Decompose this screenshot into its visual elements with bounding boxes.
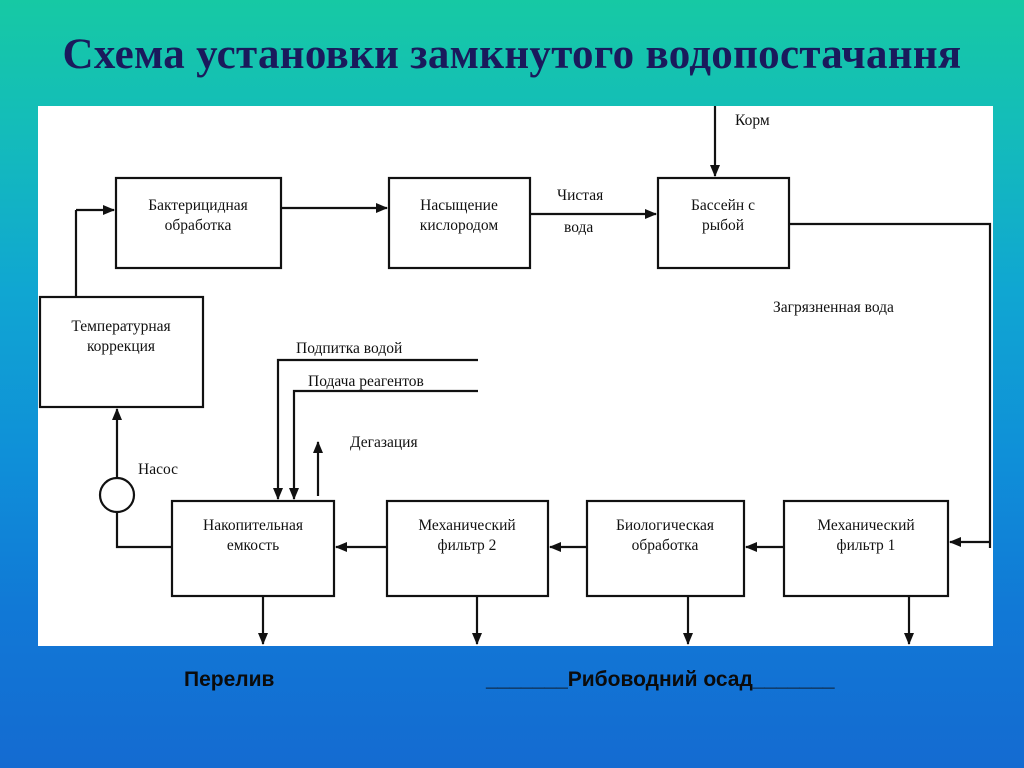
svg-text:фильтр 2: фильтр 2 [438,537,497,554]
svg-text:коррекция: коррекция [87,338,155,355]
svg-text:Насыщение: Насыщение [420,197,498,214]
box-bactericidal-treatment: Бактерицидная обработка [114,176,283,270]
box-temperature-correction: Температурная коррекция [38,295,205,409]
svg-text:Биологическая: Биологическая [616,517,714,534]
box-mechanical-filter-2: Механический фильтр 2 [385,499,550,598]
svg-text:Механический: Механический [817,517,914,534]
arrow-reagent-feed [289,389,478,500]
svg-text:обработка: обработка [165,217,232,234]
svg-text:Механический: Механический [418,517,515,534]
dirty-water-line [789,222,992,548]
svg-text:рыбой: рыбой [702,217,744,234]
label-reagent-feed: Подача реагентов [308,373,424,390]
svg-text:фильтр 1: фильтр 1 [837,537,896,554]
svg-text:Бассейн с: Бассейн с [691,197,755,214]
flow-diagram-svg: Бактерицидная обработка Насыщение кислор… [38,106,992,645]
box-mechanical-filter-1: Механический фильтр 1 [782,499,950,598]
label-clean-water-1: Чистая [557,187,603,204]
svg-text:Накопительная: Накопительная [203,517,303,534]
svg-text:Температурная: Температурная [71,318,170,335]
svg-text:кислородом: кислородом [420,217,499,234]
label-sediment: _______Рибоводний осад_______ [486,668,835,691]
label-clean-water-2: вода [564,219,593,236]
label-dirty-water: Загрязненная вода [773,299,894,316]
label-feed: Корм [735,112,770,129]
box-fish-pool: Бассейн с рыбой [656,176,791,270]
box-biological-treatment: Биологическая обработка [585,499,746,598]
svg-text:емкость: емкость [227,537,279,554]
svg-text:обработка: обработка [632,537,699,554]
arrow-water-makeup [273,358,478,500]
label-overflow: Перелив [184,668,275,691]
label-pump: Насос [138,461,178,478]
flow-diagram: Бактерицидная обработка Насыщение кислор… [38,106,993,646]
pump-icon [98,476,136,514]
label-water-makeup: Подпитка водой [296,340,402,357]
box-storage-tank: Накопительная емкость [170,499,336,598]
box-oxygen-saturation: Насыщение кислородом [387,176,532,270]
slide-title: Схема установки замкнутого водопостачанн… [62,31,962,78]
line-storage-to-pump [115,512,172,549]
label-degassing: Дегазация [350,434,418,451]
svg-text:Бактерицидная: Бактерицидная [148,197,248,214]
